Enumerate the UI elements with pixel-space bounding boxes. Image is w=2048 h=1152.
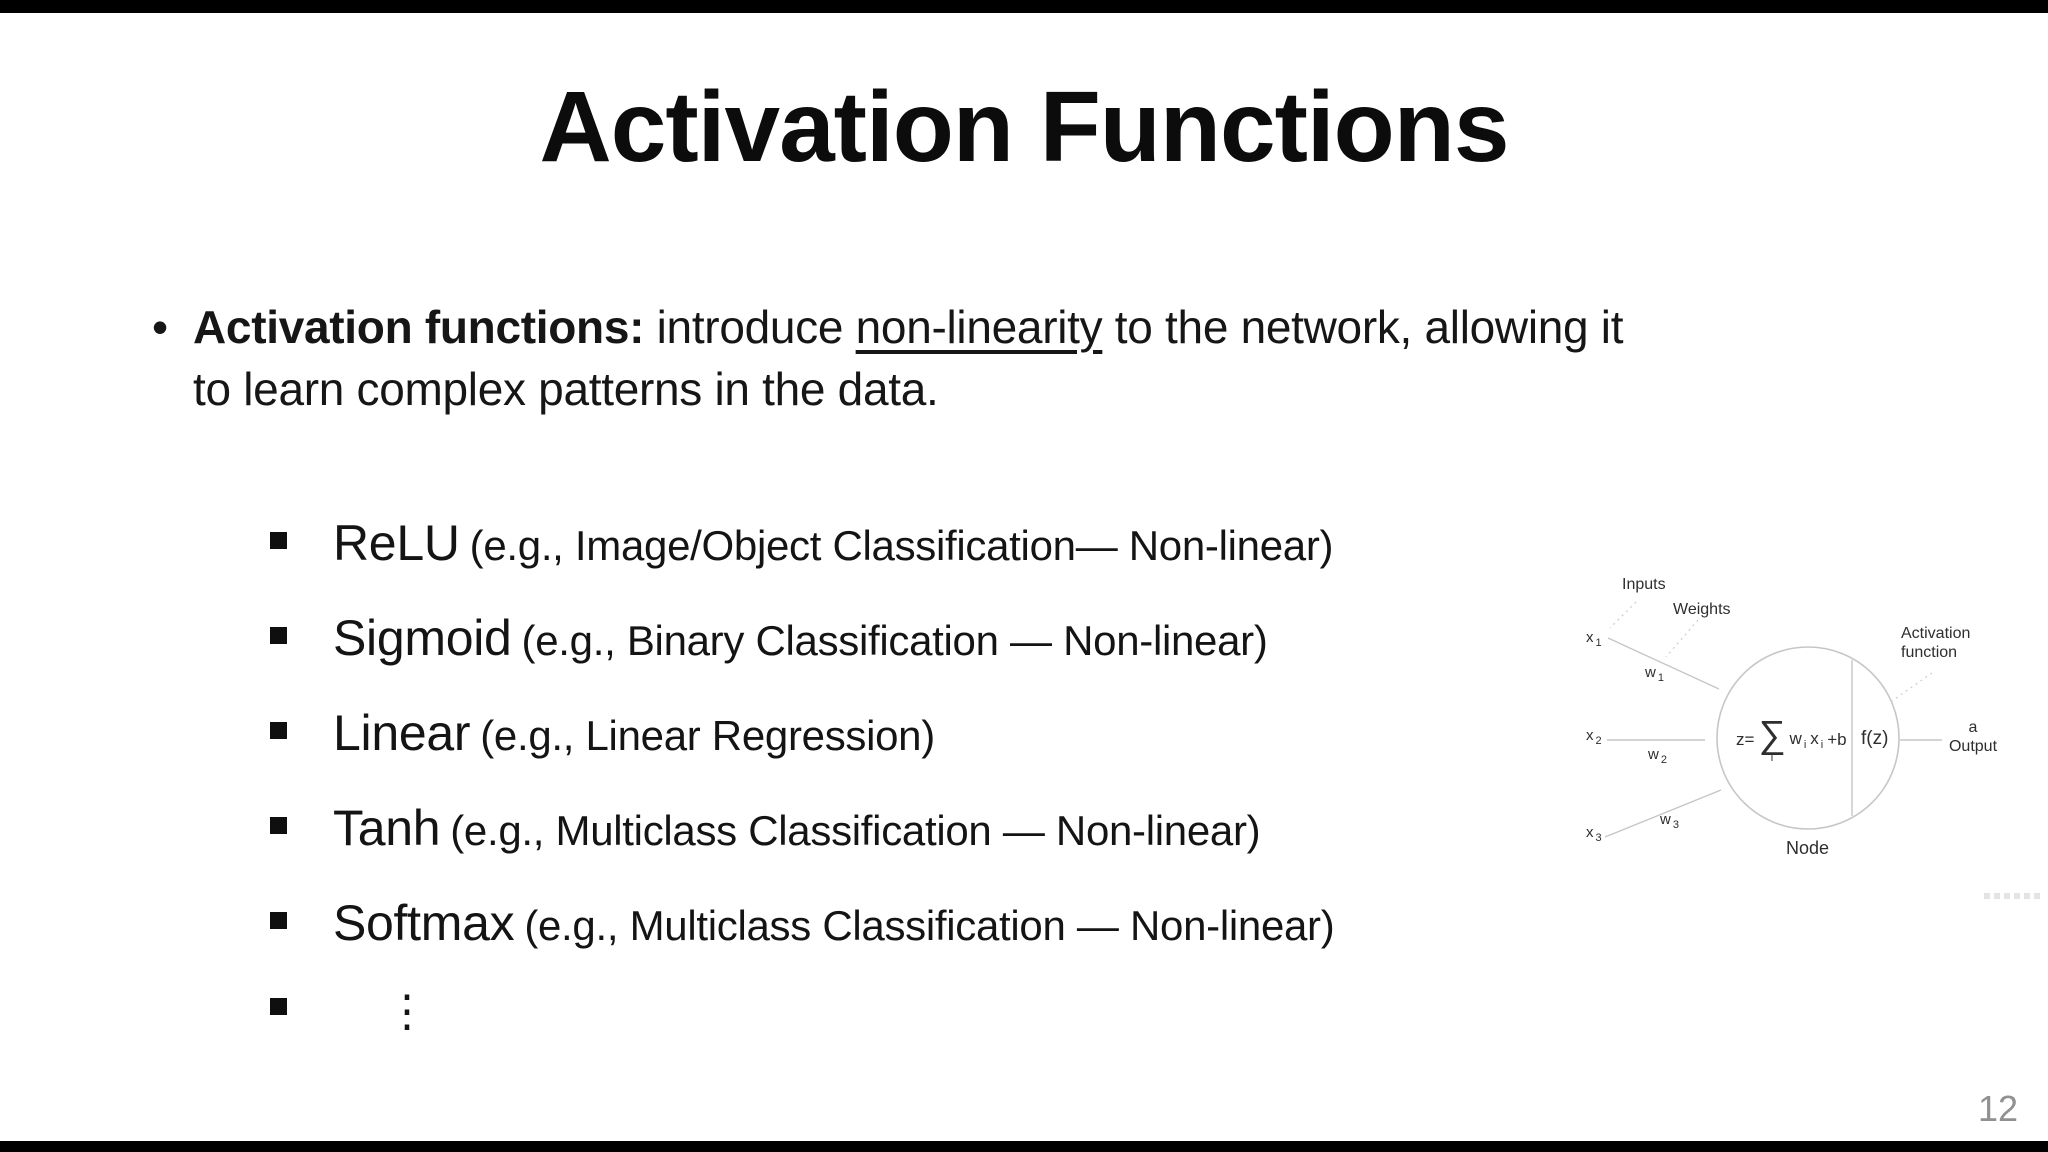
list-item-tanh: Tanh(e.g., Multiclass Classification — N… <box>270 799 1261 857</box>
input-x1-line <box>1607 637 1720 690</box>
bottom-edge-bar <box>0 1141 2048 1152</box>
output-word: Output <box>1948 738 1998 755</box>
item-detail: (e.g., Linear Regression) <box>480 712 935 759</box>
item-detail: (e.g., Multiclass Classification — Non-l… <box>450 807 1261 854</box>
list-item-sigmoid: Sigmoid(e.g., Binary Classification — No… <box>270 609 1268 667</box>
item-detail: (e.g., Image/Object Classification— Non-… <box>469 522 1334 569</box>
weights-pointer-dotted-line <box>1665 619 1699 658</box>
square-bullet-icon <box>270 817 287 834</box>
top-edge-bar <box>0 0 2048 13</box>
square-bullet-icon <box>270 998 287 1015</box>
node-label: Node <box>1786 838 1830 858</box>
intro-mid-text: introduce <box>644 301 856 353</box>
slide-title: Activation Functions <box>539 71 1510 183</box>
faint-watermark-marks <box>1984 893 2042 899</box>
inputs-pointer-dotted-line <box>1609 601 1637 629</box>
input-x3-line <box>1604 789 1722 838</box>
square-bullet-icon <box>270 627 287 644</box>
square-bullet-icon <box>270 912 287 929</box>
square-bullet-icon <box>270 722 287 739</box>
neuron-diagram <box>1604 601 1942 838</box>
intro-after-text: to the network, allowing it <box>1102 301 1624 353</box>
intro-bold-lead: Activation functions: <box>193 301 645 353</box>
formula-plus-b: +b <box>1827 730 1847 749</box>
formula-z: z= <box>1736 730 1755 749</box>
activation-pointer-dotted-line <box>1888 672 1933 704</box>
sigma-icon: ∑i <box>1758 713 1786 764</box>
intro-paragraph: Activation functions: introduce non-line… <box>193 296 1624 420</box>
weights-label: Weights <box>1673 601 1731 618</box>
vertical-ellipsis-glyph: ⋮ <box>385 987 429 1036</box>
list-item-relu: ReLU(e.g., Image/Object Classification— … <box>270 514 1334 572</box>
intro-line2: to learn complex patterns in the data. <box>193 363 939 415</box>
list-item-ellipsis: ⋮ <box>270 986 429 1037</box>
item-name: Linear <box>333 705 471 761</box>
round-bullet-glyph: • <box>152 301 169 353</box>
activation-fz-label: f(z) <box>1861 728 1889 749</box>
square-bullet-icon <box>270 532 287 549</box>
list-item-linear: Linear(e.g., Linear Regression) <box>270 704 935 762</box>
item-detail: (e.g., Binary Classification — Non-linea… <box>521 617 1268 664</box>
item-name: ReLU <box>333 515 460 571</box>
intro-bullet-block: • Activation functions: introduce non-li… <box>152 296 1624 420</box>
intro-underlined-text: non-linearity <box>855 301 1103 353</box>
node-circle <box>1716 646 1900 830</box>
page-number: 12 <box>1978 1088 2019 1129</box>
output-var: a <box>1968 719 1978 736</box>
list-item-softmax: Softmax(e.g., Multiclass Classification … <box>270 894 1335 952</box>
inputs-label: Inputs <box>1622 576 1666 593</box>
item-name: Softmax <box>333 895 515 951</box>
item-detail: (e.g., Multiclass Classification — Non-l… <box>524 902 1335 949</box>
item-name: Tanh <box>333 800 441 856</box>
item-name: Sigmoid <box>333 610 512 666</box>
